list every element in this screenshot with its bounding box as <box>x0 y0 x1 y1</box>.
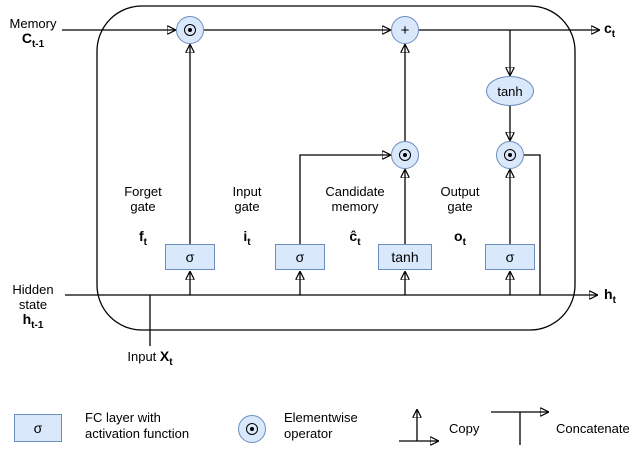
candidate-memory-var: ĉt <box>349 228 361 248</box>
input-gate-box: σ <box>275 244 325 270</box>
hidden-state-label: Hidden state ht-1 <box>2 282 64 333</box>
output-gate-title: Output gate <box>440 184 480 214</box>
forget-gate-box-label: σ <box>185 249 195 265</box>
forget-gate-var: ft <box>138 228 147 248</box>
output-gate-var: ot <box>454 228 466 248</box>
input-gate-title: Input gate <box>232 184 262 214</box>
hidden-var: ht-1 <box>22 311 44 331</box>
memory-input-label: Memory Ct-1 <box>2 16 64 52</box>
forget-gate-box: σ <box>165 244 215 270</box>
forget-elementwise-operator-icon <box>176 16 204 44</box>
hidden-word1: Hidden <box>12 282 54 297</box>
candidate-memory-title: Candidate memory <box>325 184 385 214</box>
legend-elementwise-operator-icon <box>238 415 266 443</box>
multiply-to-hidden-output-line <box>524 154 541 295</box>
forget-gate-title: Forget gate <box>124 184 162 214</box>
tanh-node: tanh <box>486 76 534 106</box>
candidate-elementwise-operator-icon <box>391 141 419 169</box>
input-gate-var: it <box>243 228 251 248</box>
legend-fc-symbol: σ <box>33 420 43 436</box>
add-operator-icon: + <box>391 16 419 44</box>
legend-elementwise-text: Elementwise operator <box>284 410 358 441</box>
input-var: Xt <box>159 348 173 368</box>
output-elementwise-operator-icon <box>496 141 524 169</box>
cell-output-label: ct <box>604 20 616 40</box>
hidden-word2: state <box>18 297 48 312</box>
legend-fc-text: FC layer with activation function <box>85 410 190 441</box>
cell-boundary <box>96 5 576 331</box>
output-gate-box-label: σ <box>505 249 515 265</box>
tanh-node-label: tanh <box>497 83 523 99</box>
input-xt-label: Input Xt <box>106 349 194 370</box>
memory-var: Ct-1 <box>21 30 45 50</box>
memory-word: Memory <box>9 16 57 31</box>
candidate-tanh-box: tanh <box>378 244 432 270</box>
add-symbol: + <box>400 21 410 39</box>
input-gate-to-multiply-line <box>299 155 390 244</box>
candidate-tanh-box-label: tanh <box>391 249 419 265</box>
hidden-output-label: ht <box>604 286 616 306</box>
legend-concatenate-label: Concatenate <box>556 421 630 436</box>
input-gate-box-label: σ <box>295 249 305 265</box>
input-word: Input <box>127 349 157 364</box>
legend-copy-label: Copy <box>449 421 480 436</box>
output-gate-box: σ <box>485 244 535 270</box>
legend-fc-box: σ <box>14 414 62 442</box>
